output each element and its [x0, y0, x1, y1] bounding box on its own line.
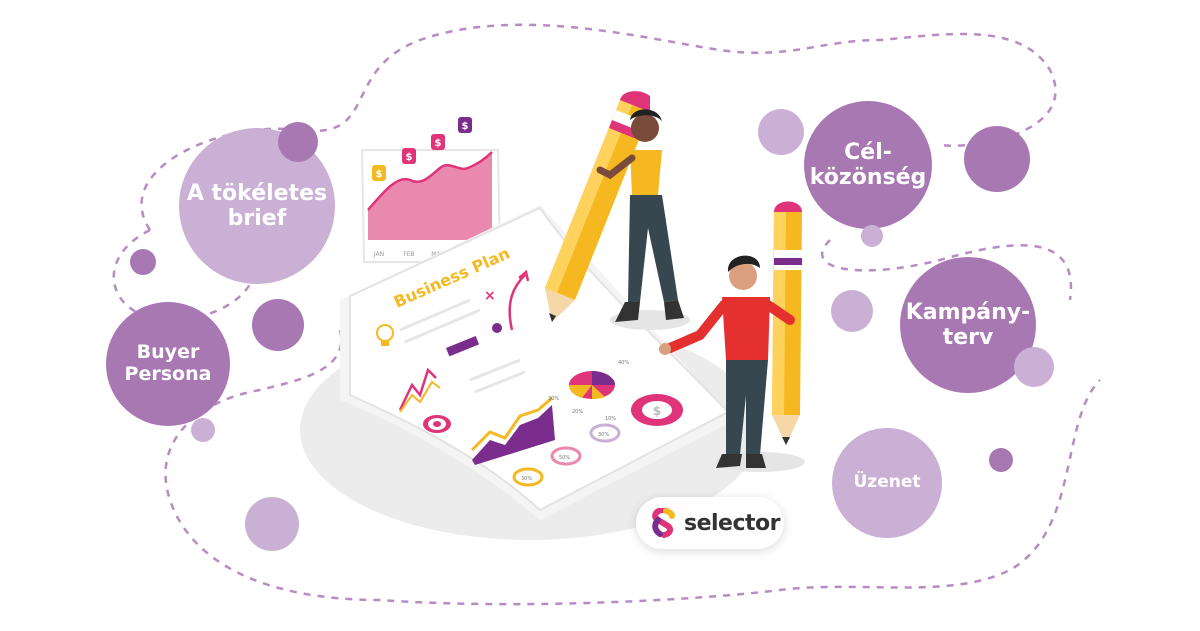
bubble-kampanyterv: [900, 257, 1036, 393]
dot: [1014, 347, 1054, 387]
chart-month-label: FEB: [403, 251, 414, 258]
chart-sheet: $ $ $ $ JAN FEB MAR APR: [360, 117, 502, 263]
percent-label: 30%: [548, 396, 559, 402]
percent-label: 30%: [521, 476, 532, 482]
svg-text:$: $: [376, 169, 383, 180]
bubble-label-celkozonseg: Cél- közönség: [809, 139, 927, 190]
gear-dollar-icon: $: [631, 394, 683, 426]
percent-label: 50%: [559, 455, 570, 461]
pie-chart: [568, 371, 615, 400]
percent-label: 30%: [598, 432, 609, 438]
dollar-icon: [372, 117, 472, 181]
pencil-icon: [659, 201, 805, 472]
selector-logo-icon: [652, 508, 675, 538]
dot: [964, 126, 1030, 192]
bubble-brief: [179, 128, 335, 284]
bubble-celkozonseg: [804, 101, 932, 229]
dot: [245, 497, 299, 551]
dot: [861, 225, 883, 247]
svg-text:$: $: [653, 404, 661, 418]
dot: [758, 109, 804, 155]
selector-logo: selector: [636, 497, 784, 549]
bubble-label-uzenet: Üzenet: [853, 472, 921, 493]
bubble-label-buyer-persona: Buyer Persona: [124, 341, 212, 385]
svg-text:×: ×: [484, 288, 496, 304]
dot: [252, 299, 304, 351]
chart-month-label: JAN: [373, 251, 384, 258]
percent-label: 10%: [605, 416, 616, 422]
dot: [130, 249, 156, 275]
dot: [191, 418, 215, 442]
svg-text:$: $: [435, 138, 442, 149]
svg-text:$: $: [462, 121, 469, 132]
pencil-icon: [545, 91, 690, 330]
bubble-buyer-persona: [106, 302, 230, 426]
brand-name: selector: [684, 510, 781, 536]
dot: [278, 122, 318, 162]
lightbulb-icon: [376, 324, 394, 346]
bubble-label-brief: A tökéletes brief: [186, 180, 328, 231]
dot: [989, 448, 1013, 472]
svg-text:$: $: [406, 152, 413, 163]
target-icon: [423, 415, 451, 433]
bubble-uzenet: [832, 428, 942, 538]
percent-label: 40%: [618, 360, 629, 366]
business-plan-document: Business Plan ×: [340, 205, 735, 520]
dot: [831, 290, 873, 332]
percent-label: 20%: [572, 409, 583, 415]
bubble-label-kampanyterv: Kampány- terv: [905, 299, 1031, 350]
